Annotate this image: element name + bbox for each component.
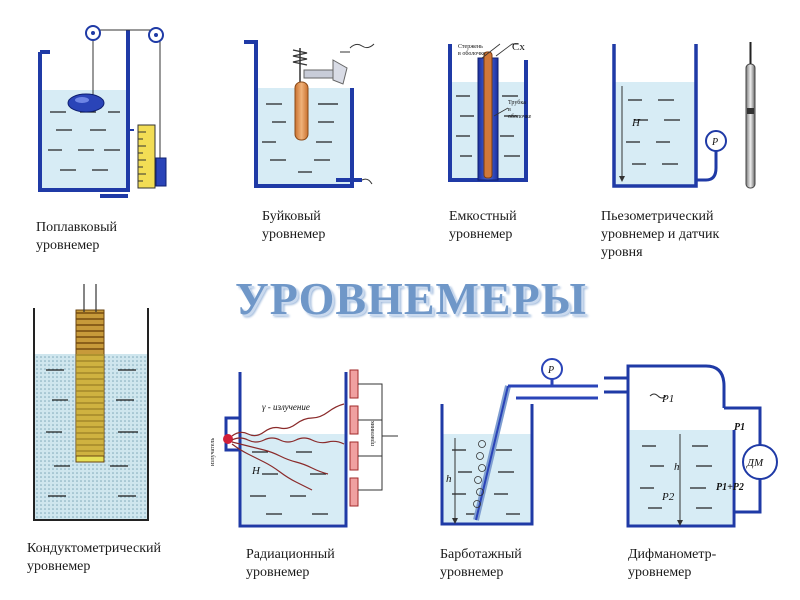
page-title: УРОВНЕМЕРЫ xyxy=(235,273,587,324)
bubbles xyxy=(473,440,486,508)
capacitive-level-meter xyxy=(448,43,528,182)
pressure-gauge-icon xyxy=(541,358,563,380)
caption-capacitive: Емкостный уровнемер xyxy=(449,209,517,242)
tank xyxy=(244,40,354,188)
caption-radiation: Радиационный уровнемер xyxy=(246,547,335,580)
gamma-label: γ - излучение xyxy=(262,402,310,412)
piezometric-level-meter xyxy=(612,42,756,189)
capacitance-label: Cx xyxy=(512,41,525,53)
rod-electrode xyxy=(483,51,493,179)
diffmanometer-level-meter xyxy=(604,364,778,528)
receiver xyxy=(349,477,359,507)
p1-label: P1 xyxy=(734,422,745,433)
caption-buoy: Буйковый уровнемер xyxy=(262,209,326,242)
caption-diffmano: Дифманометр- уровнемер xyxy=(628,547,717,580)
radiation-level-meter xyxy=(223,369,398,528)
pressure-label: P xyxy=(547,365,554,376)
height-label: h xyxy=(446,473,452,485)
caption-bubbler: Барботажный уровнемер xyxy=(440,547,522,580)
tank xyxy=(38,30,130,192)
tank xyxy=(440,404,534,526)
scale xyxy=(137,124,156,189)
p2-label: P2 xyxy=(661,491,675,503)
dm-label: ДМ xyxy=(746,457,764,469)
receiver-label: приемник xyxy=(370,421,376,446)
height-label: h xyxy=(674,461,680,473)
pressure-gauge-icon xyxy=(705,130,727,152)
p1-label: P1 xyxy=(661,393,674,405)
float xyxy=(67,93,105,113)
source-label: излучатель xyxy=(210,438,216,466)
caption-conducto: Кондуктометрический уровнемер xyxy=(27,541,161,574)
height-label: H xyxy=(251,465,261,477)
bubbler-level-meter xyxy=(440,358,598,526)
tank xyxy=(604,364,736,528)
counterweight xyxy=(155,157,167,187)
receiver xyxy=(349,369,359,399)
conductometric-level-meter xyxy=(33,284,149,521)
caption-float: Поплавковый уровнемер xyxy=(36,220,118,253)
float-level-meter xyxy=(38,25,167,198)
buoy-level-meter xyxy=(244,40,375,188)
tank xyxy=(612,44,698,188)
tank xyxy=(33,308,149,521)
source-icon xyxy=(223,434,233,444)
buoy xyxy=(294,81,309,141)
level-sensor-probe xyxy=(745,63,756,189)
receiver xyxy=(349,441,359,471)
spring xyxy=(292,49,308,66)
sum-label: P1+P2 xyxy=(716,482,744,493)
receiver xyxy=(349,405,359,435)
caption-piezo: Пьезометрический уровнемер и датчик уров… xyxy=(601,209,720,260)
diff-manometer-icon xyxy=(742,444,778,480)
radiation-rays xyxy=(231,403,345,491)
height-label: H xyxy=(631,117,641,129)
pressure-label: P xyxy=(711,137,718,148)
